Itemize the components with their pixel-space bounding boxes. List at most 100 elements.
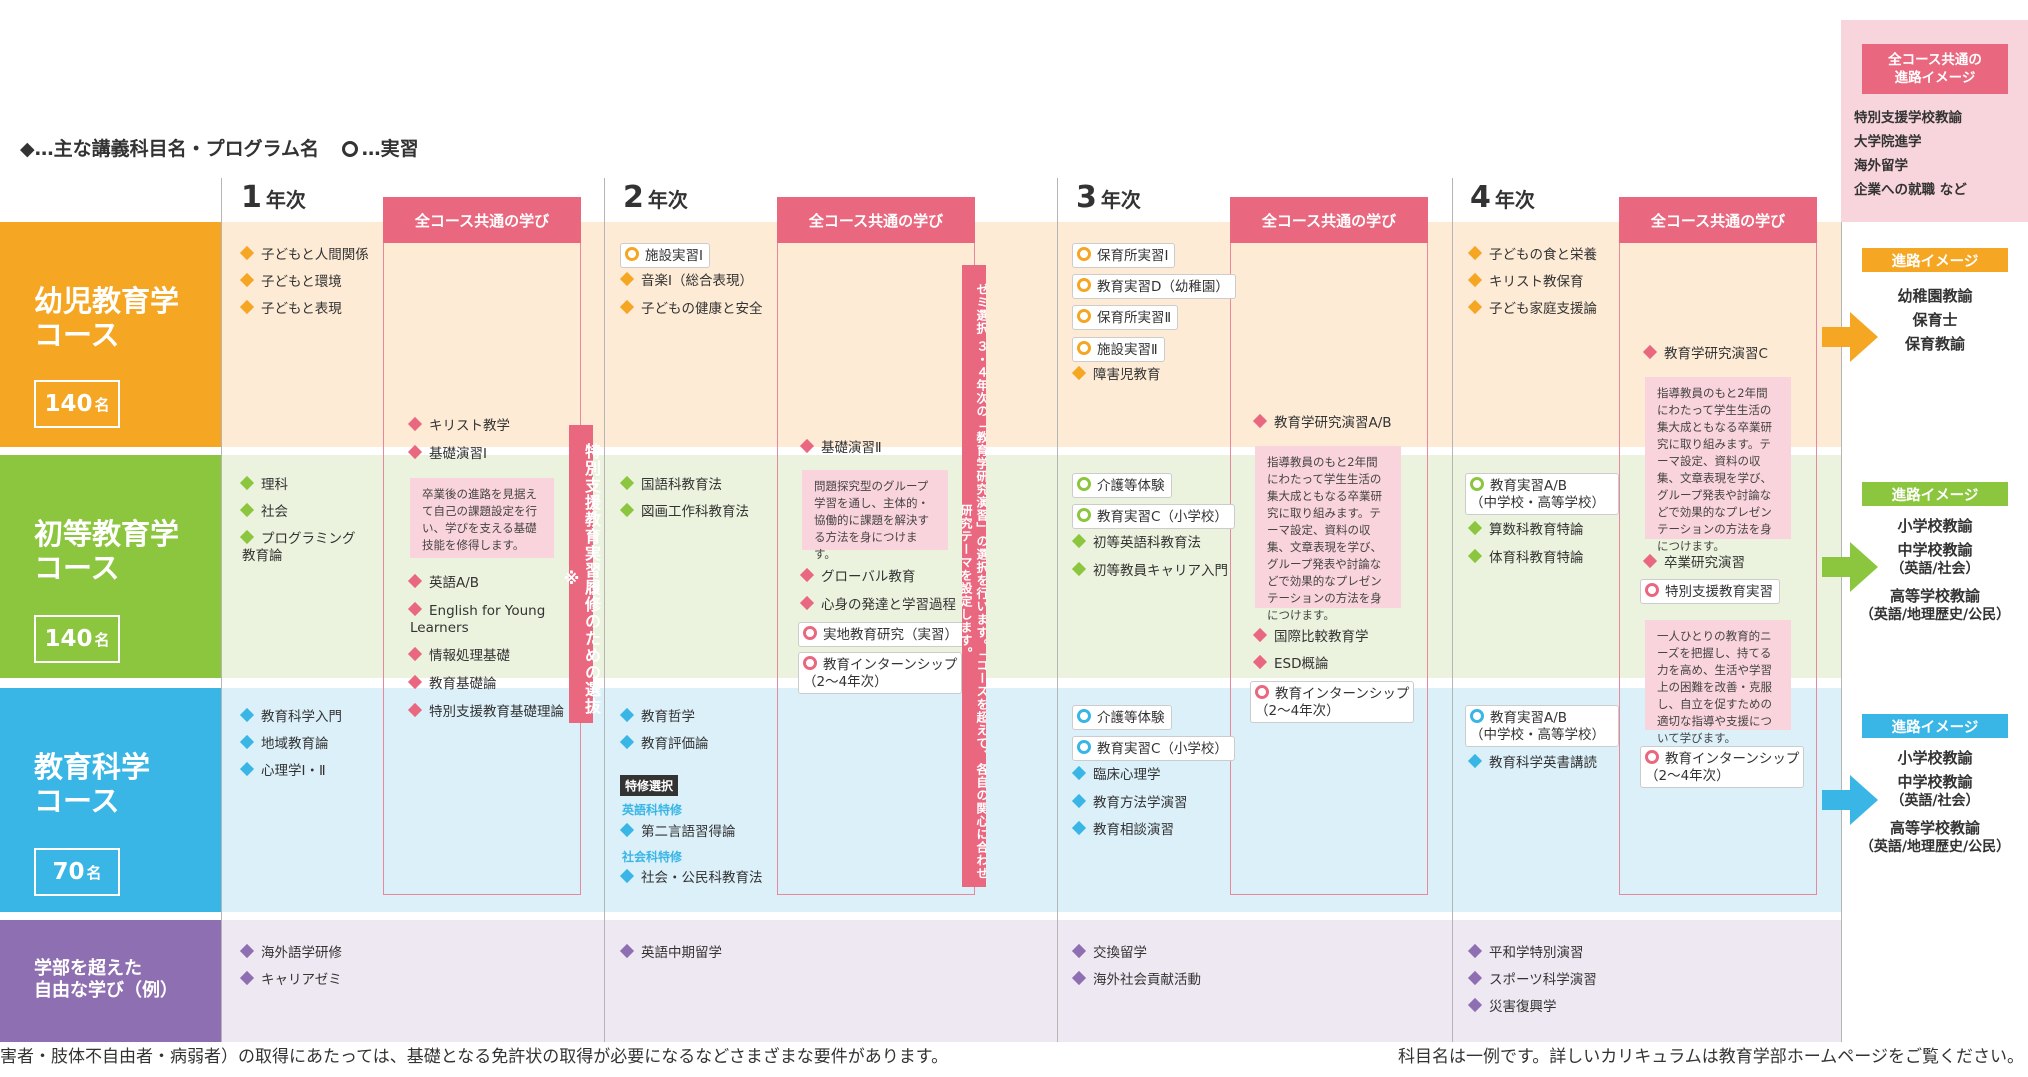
common-box-y2: 全コース共通の学び xyxy=(777,197,975,895)
practice-item: 教育インターンシップ （2〜4年次） xyxy=(1250,681,1414,723)
career-item: 幼稚園教諭 xyxy=(1897,287,1973,305)
practice-item: 教育実習C（小学校） xyxy=(1072,504,1235,529)
common-item: 教育学研究演習C xyxy=(1642,344,1768,363)
course-item: 社会・公民科教育法 xyxy=(619,868,763,887)
arrow-right-icon xyxy=(1822,775,1878,825)
course-name: 初等教育学コース xyxy=(34,517,180,585)
career-item: （英語/地理歴史/公民） xyxy=(1859,839,2011,855)
legend-diamond: ◆…主な講義科目名・プログラム名 xyxy=(20,138,320,160)
common-item: 国際比較教育学 xyxy=(1252,627,1369,646)
course-item: 子どもの食と栄養 xyxy=(1467,245,1597,264)
course-item: 算数科教育特論 xyxy=(1467,520,1584,539)
practice-item: 教育実習C（小学校） xyxy=(1072,736,1235,761)
practice-item: 実地教育研究（実習） xyxy=(798,622,965,647)
course-item: 英語中期留学 xyxy=(619,943,722,962)
divider-line xyxy=(1452,178,1453,1042)
common-item: グローバル教育 xyxy=(799,567,915,586)
course-item: 第二言語習得論 xyxy=(619,822,736,841)
course-item: 教育方法学演習 xyxy=(1071,793,1188,812)
arrow-right-icon xyxy=(1822,542,1878,592)
course-item: 心理学Ⅰ・Ⅱ xyxy=(239,761,326,780)
common-header: 全コース共通の学び xyxy=(383,197,581,243)
practice-item: 介護等体験 xyxy=(1072,473,1172,498)
course-item: 子ども家庭支援論 xyxy=(1467,299,1597,318)
course-item: 子どもと表現 xyxy=(239,299,342,318)
legend: ◆…主な講義科目名・プログラム名 …実習 xyxy=(20,134,419,161)
course-item: 子どもと人間関係 xyxy=(239,245,369,264)
career-item: 小学校教諭 xyxy=(1897,517,1973,535)
practice-item: 教育実習A/B （中学校・高等学校） xyxy=(1465,473,1619,515)
arrow-right-icon xyxy=(1822,312,1878,362)
common-item: ESD概論 xyxy=(1252,654,1329,673)
common-item: 基礎演習Ⅱ xyxy=(799,438,882,457)
career-item: （英語/社会） xyxy=(1890,561,1980,577)
course-item: 教育哲学 xyxy=(619,707,695,726)
career-item: （英語/社会） xyxy=(1890,793,1980,809)
common-item: 心身の発達と学習過程 xyxy=(799,595,956,614)
band-early xyxy=(221,222,1841,447)
common-box-y3: 全コース共通の学び xyxy=(1230,197,1428,895)
selection-tab-y1: 特別支援教育実習履修のための選抜※ xyxy=(562,425,601,723)
common-item: 情報処理基礎 xyxy=(407,646,510,665)
common-item: 基礎演習Ⅰ xyxy=(407,444,487,463)
common-header: 全コース共通の学び xyxy=(1230,197,1428,243)
course-item: 障害児教育 xyxy=(1071,365,1161,384)
career-item: 高等学校教諭 xyxy=(1889,587,1980,605)
career-item: 大学院進学 xyxy=(1854,134,1922,150)
course-item: 教育評価論 xyxy=(619,734,709,753)
description-note: 指導教員のもと2年間にわたって学生生活の集大成ともなる卒業研究に取り組みます。テ… xyxy=(1255,446,1401,622)
career-header-primary: 進路イメージ xyxy=(1862,482,2008,506)
description-note: 一人ひとりの教育的ニーズを把握し、持てる力を高め、生活や学習上の困難を改善・克服… xyxy=(1645,620,1791,745)
career-header-science: 進路イメージ xyxy=(1862,714,2008,738)
practice-item: 施設実習Ⅰ xyxy=(620,243,710,268)
career-all-header: 全コース共通の 進路イメージ xyxy=(1862,44,2008,94)
course-item: 平和学特別演習 xyxy=(1467,943,1584,962)
practice-item: 教育実習D（幼稚園） xyxy=(1072,274,1236,299)
course-item: 臨床心理学 xyxy=(1071,765,1161,784)
common-header: 全コース共通の学び xyxy=(777,197,975,243)
career-item: 海外留学 xyxy=(1854,158,1908,174)
course-name: 教育科学コース xyxy=(34,750,151,818)
divider-line xyxy=(221,178,222,1042)
divider-line xyxy=(1841,178,1842,1042)
course-item: 教育科学英書講読 xyxy=(1467,753,1597,772)
course-item: キリスト教保育 xyxy=(1467,272,1584,291)
footnote-left: 害者・肢体不自由者・病弱者）の取得にあたっては、基礎となる免許状の取得が必要にな… xyxy=(0,1047,949,1067)
course-item: 子どもの健康と安全 xyxy=(619,299,763,318)
common-item: キリスト教学 xyxy=(407,416,510,435)
career-item: 特別支援学校教諭 xyxy=(1854,110,1962,126)
course-item: 海外社会貢献活動 xyxy=(1071,970,1201,989)
course-name: 学部を超えた自由な学び（例） xyxy=(34,958,178,1001)
description-note: 指導教員のもと2年間にわたって学生生活の集大成ともなる卒業研究に取り組みます。テ… xyxy=(1645,377,1791,553)
course-item: 国語科教育法 xyxy=(619,475,722,494)
course-item: 地域教育論 xyxy=(239,734,329,753)
seminar-tab-y2: ゼミ選択 ３・４年次の「教育学研究演習」の選択を行います。「コースを超えて、各自… xyxy=(962,265,986,887)
practice-item: 保育所実習Ⅱ xyxy=(1072,305,1179,330)
course-item: スポーツ科学演習 xyxy=(1467,970,1597,989)
course-item: 子どもと環境 xyxy=(239,272,342,291)
description-note: 卒業後の進路を見据えて自己の課題設定を行い、学びを支える基礎技能を修得します。 xyxy=(410,478,554,558)
career-item: 保育教諭 xyxy=(1904,335,1965,353)
practice-item: 特別支援教育実習 xyxy=(1640,579,1780,604)
footnote-right: 科目名は一例です。詳しいカリキュラムは教育学部ホームページをご覧ください。 xyxy=(1398,1047,2024,1067)
career-item: 中学校教諭 xyxy=(1897,773,1973,791)
course-item: 教育科学入門 xyxy=(239,707,342,726)
career-item: 小学校教諭 xyxy=(1897,749,1973,767)
common-header: 全コース共通の学び xyxy=(1619,197,1817,243)
course-item: 教育相談演習 xyxy=(1071,820,1174,839)
career-item: （英語/地理歴史/公民） xyxy=(1859,607,2011,623)
elective-subheading: 社会科特修 xyxy=(622,850,683,864)
career-all-list: 特別支援学校教諭 大学院進学 海外留学 企業への就職 など xyxy=(1854,106,2019,202)
practice-item: 教育インターンシップ （2〜4年次） xyxy=(1640,746,1804,788)
course-item: 社会 xyxy=(239,502,288,521)
common-item: 教育学研究演習A/B xyxy=(1252,413,1392,432)
course-item: 体育科教育特論 xyxy=(1467,548,1584,567)
career-header-early: 進路イメージ xyxy=(1862,248,2008,272)
legend-ring: …実習 xyxy=(361,138,419,160)
